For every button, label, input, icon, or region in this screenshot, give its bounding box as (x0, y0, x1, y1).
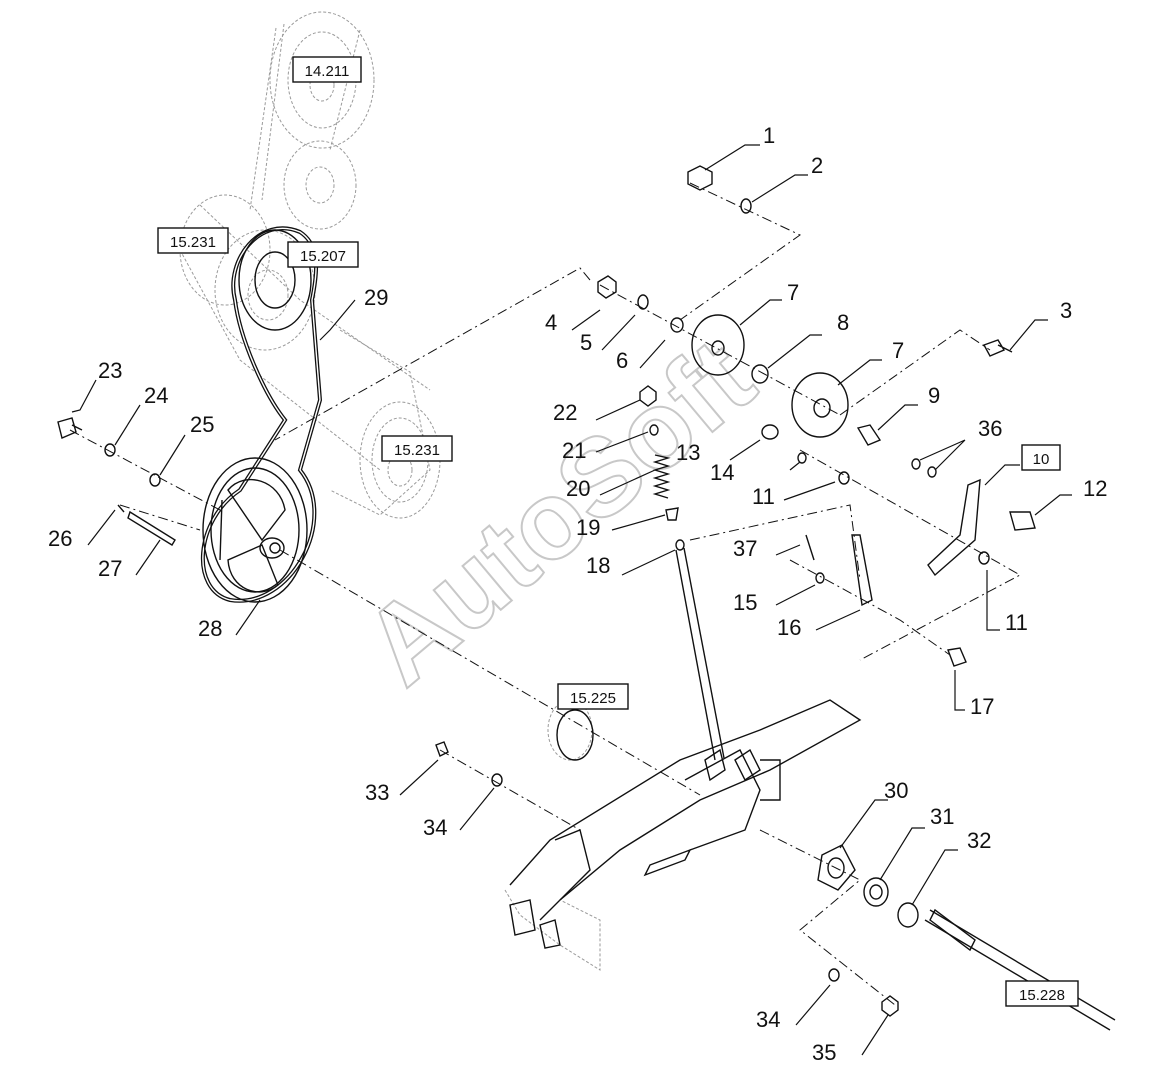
callout-36[interactable]: 36 (978, 416, 1002, 441)
callout-30[interactable]: 30 (884, 778, 908, 803)
ref-label: 15.228 (1019, 987, 1065, 1004)
callout-33[interactable]: 33 (365, 780, 389, 805)
callout-13[interactable]: 13 (676, 440, 700, 465)
ref-box-15231-a[interactable]: 15.231 (157, 227, 229, 254)
callout-20[interactable]: 20 (566, 476, 590, 501)
callout-12[interactable]: 12 (1083, 476, 1107, 501)
callout-27[interactable]: 27 (98, 556, 122, 581)
callout-9[interactable]: 9 (928, 383, 940, 408)
callout-3[interactable]: 3 (1060, 298, 1072, 323)
callout-31[interactable]: 31 (930, 804, 954, 829)
callout-35[interactable]: 35 (812, 1040, 836, 1065)
callout-11b[interactable]: 11 (1005, 610, 1028, 635)
ref-box-10[interactable]: 10 (1021, 444, 1061, 471)
callout-29[interactable]: 29 (364, 285, 388, 310)
callout-7b[interactable]: 7 (892, 338, 904, 363)
hardware-parts (57, 165, 1036, 1017)
callout-2[interactable]: 2 (811, 153, 823, 178)
shaft-15228 (924, 908, 1116, 1031)
drive-belt (200, 226, 323, 603)
ref-box-15207[interactable]: 15.207 (287, 241, 359, 268)
upper-pulley (238, 229, 312, 331)
ref-label: 15.225 (570, 690, 616, 707)
callout-37[interactable]: 37 (733, 536, 757, 561)
ref-box-15231-b[interactable]: 15.231 (381, 435, 453, 462)
callout-28[interactable]: 28 (198, 616, 222, 641)
ref-label: 15.231 (394, 442, 440, 459)
callout-numbers: 1 2 3 4 5 6 7 8 7 9 36 12 13 14 11 22 21… (48, 123, 1107, 1065)
callout-21[interactable]: 21 (562, 438, 586, 463)
frame-assembly (504, 699, 862, 971)
callout-25[interactable]: 25 (190, 412, 214, 437)
ref-label: 10 (1033, 451, 1050, 468)
adjust-rod (675, 547, 725, 761)
callout-11a[interactable]: 11 (752, 484, 775, 509)
callout-19[interactable]: 19 (576, 515, 600, 540)
callout-34b[interactable]: 34 (756, 1007, 780, 1032)
callout-17[interactable]: 17 (970, 694, 994, 719)
callout-15[interactable]: 15 (733, 590, 757, 615)
callout-24[interactable]: 24 (144, 383, 168, 408)
callout-7a[interactable]: 7 (787, 280, 799, 305)
ref-label: 15.207 (300, 248, 346, 265)
callout-8[interactable]: 8 (837, 310, 849, 335)
ref-box-15228[interactable]: 15.228 (1005, 980, 1079, 1007)
ghost-roller (329, 329, 441, 519)
callout-1[interactable]: 1 (763, 123, 775, 148)
ref-label: 14.211 (305, 63, 350, 80)
ref-box-15225[interactable]: 15.225 (557, 683, 629, 710)
callout-4[interactable]: 4 (545, 310, 557, 335)
callout-22[interactable]: 22 (553, 400, 577, 425)
callout-18[interactable]: 18 (586, 553, 610, 578)
callout-5[interactable]: 5 (580, 330, 592, 355)
main-pulley-28 (202, 457, 308, 603)
callout-6[interactable]: 6 (616, 348, 628, 373)
callout-34a[interactable]: 34 (423, 815, 447, 840)
assembly-lines (69, 182, 1022, 1006)
callout-32[interactable]: 32 (967, 828, 991, 853)
callout-23[interactable]: 23 (98, 358, 122, 383)
ref-box-14211[interactable]: 14.211 (292, 56, 362, 83)
callout-14[interactable]: 14 (710, 460, 734, 485)
leader-lines (71, 144, 1072, 1056)
callout-26[interactable]: 26 (48, 526, 72, 551)
callout-16[interactable]: 16 (777, 615, 801, 640)
ref-label: 15.231 (170, 234, 216, 251)
